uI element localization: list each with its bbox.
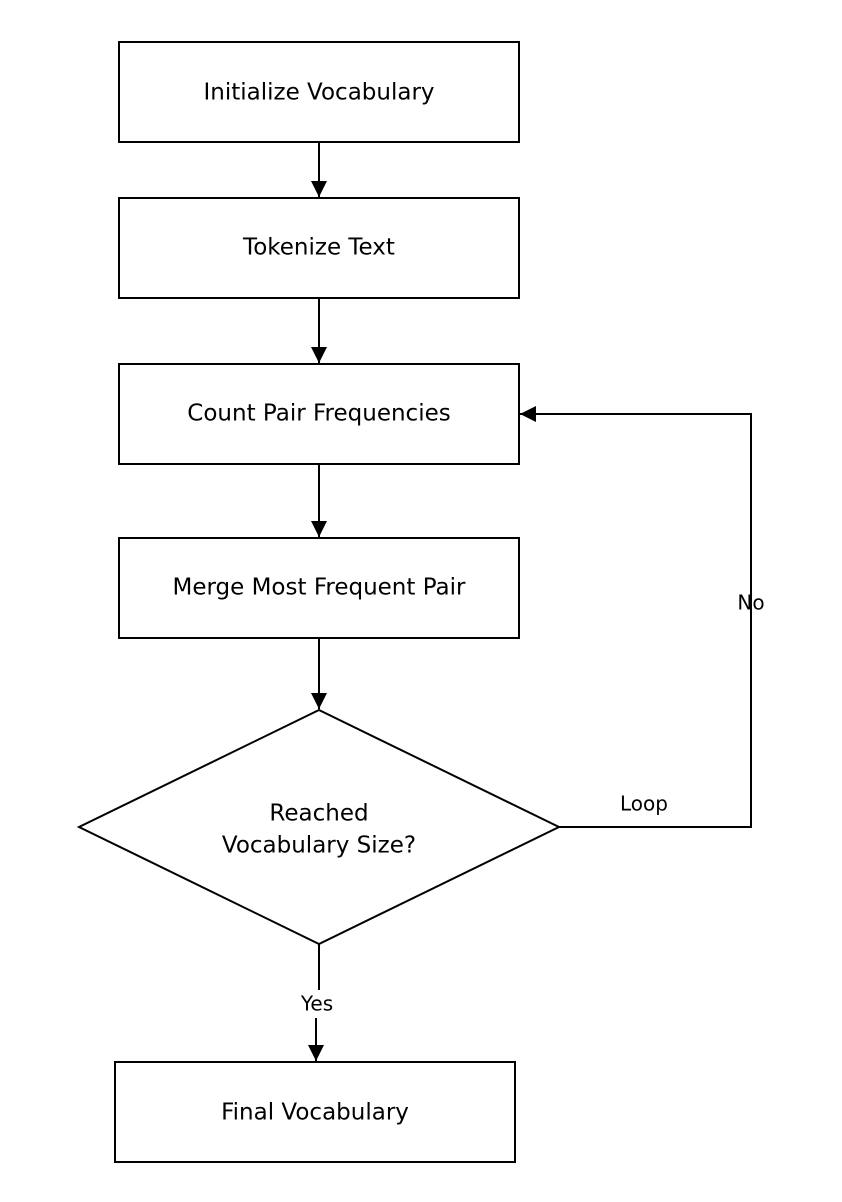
node-tokenize-text-box — [118, 197, 520, 299]
node-initialize-vocabulary: Initialize Vocabulary — [118, 41, 520, 143]
edge-yes-label: Yes — [300, 992, 333, 1016]
edge-no-label: No — [737, 591, 764, 615]
node-final-vocabulary-box — [114, 1061, 516, 1163]
node-count-pair-frequencies-label: Count Pair Frequencies — [187, 401, 450, 427]
edge-loop-decision-to-count — [520, 406, 752, 828]
node-tokenize-text: Tokenize Text — [118, 197, 520, 299]
node-decision-label-line1: Reached — [269, 801, 368, 827]
node-final-vocabulary-label: Final Vocabulary — [221, 1100, 409, 1126]
node-final-vocabulary: Final Vocabulary — [114, 1061, 516, 1163]
node-decision-label-line2: Vocabulary Size? — [222, 833, 416, 859]
node-count-pair-frequencies-box — [118, 363, 520, 465]
node-merge-most-frequent-pair-label: Merge Most Frequent Pair — [172, 575, 466, 601]
node-decision-diamond — [76, 708, 562, 946]
node-initialize-vocabulary-box — [118, 41, 520, 143]
node-merge-most-frequent-pair-box — [118, 537, 520, 639]
node-initialize-vocabulary-label: Initialize Vocabulary — [203, 80, 434, 106]
node-merge-most-frequent-pair: Merge Most Frequent Pair — [118, 537, 520, 639]
node-decision-vocabulary-size: Reached Vocabulary Size? — [76, 708, 562, 946]
node-count-pair-frequencies: Count Pair Frequencies — [118, 363, 520, 465]
node-tokenize-text-label: Tokenize Text — [242, 235, 395, 261]
edge-loop-label: Loop — [620, 792, 668, 816]
